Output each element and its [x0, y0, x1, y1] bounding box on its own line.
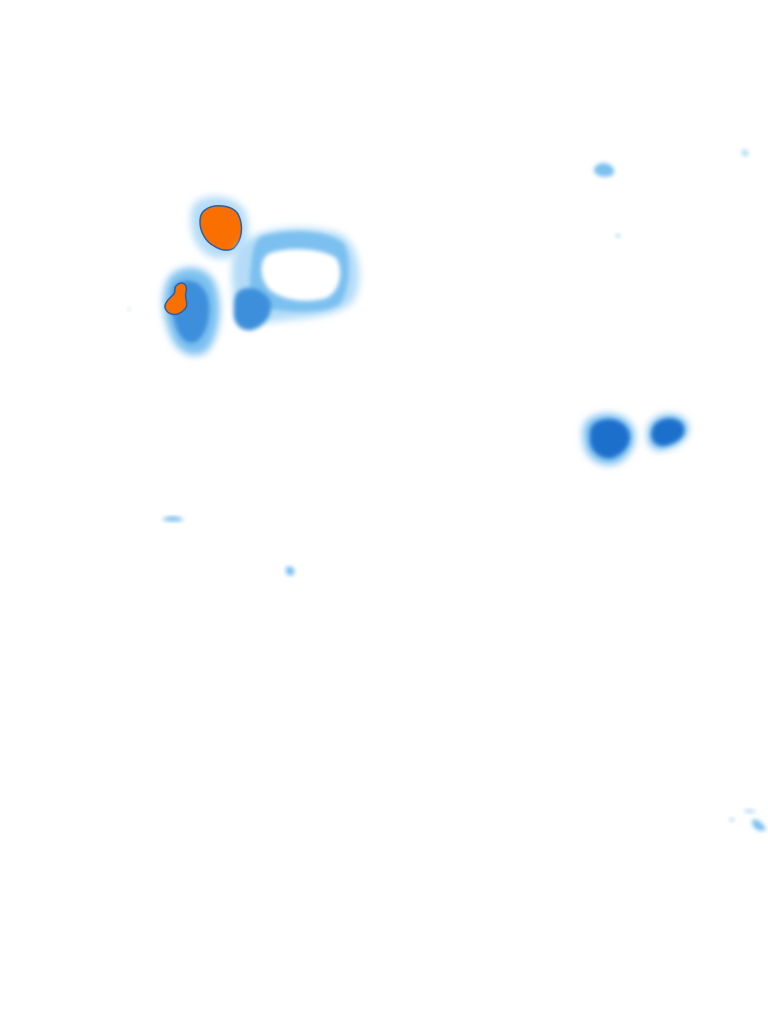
echo-core-intense: [164, 282, 188, 316]
echo-deep: [590, 419, 630, 459]
echo-speck: [752, 819, 766, 831]
echo-hole: [261, 249, 341, 301]
echo-speck: [285, 566, 295, 576]
echo-deep: [651, 418, 685, 446]
radar-echo-central: [231, 228, 360, 331]
radar-echo-west-upper: [190, 196, 248, 259]
echo-speck: [593, 163, 615, 177]
echo-speck: [615, 233, 621, 238]
echo-speck: [162, 516, 184, 522]
echo-speck: [741, 149, 749, 157]
radar-echo-west-lower: [163, 267, 220, 356]
echo-speck: [127, 307, 131, 311]
echo-strong: [233, 287, 272, 331]
echo-speck: [729, 817, 735, 822]
echo-core-intense: [199, 205, 243, 251]
radar-echo-scattered: [127, 149, 766, 831]
radar-echo-east: [582, 413, 689, 465]
echo-speck: [744, 809, 756, 814]
